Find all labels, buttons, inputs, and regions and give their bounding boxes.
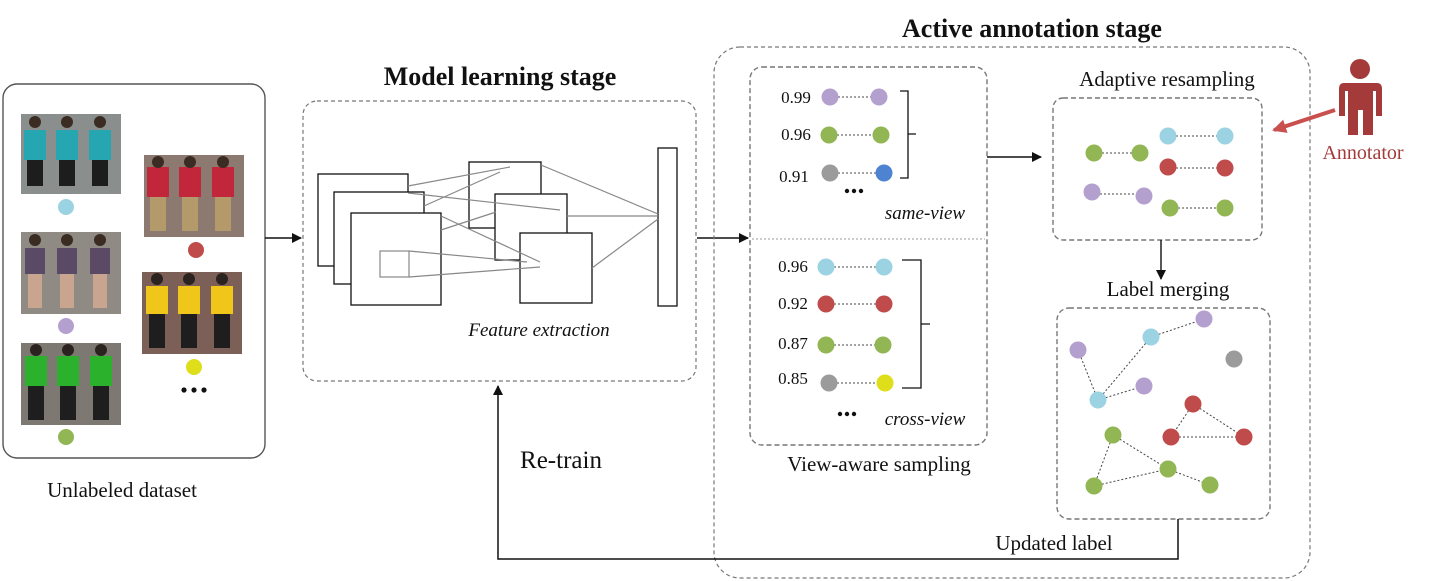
sample-dot [820,374,838,392]
sample-dot [870,88,888,106]
graph-node [1142,328,1160,346]
feedback-loop-arrow [493,385,1179,560]
identity-dot-cyan [58,199,74,215]
person-strip-green [21,343,121,425]
sample-dot [821,164,839,182]
view-aware-sampling-label: View-aware sampling [787,452,971,476]
pair-score: 0.92 [778,294,808,313]
view-aware-sampling-box [749,66,988,446]
graph-node [1104,426,1122,444]
sample-dot [821,88,839,106]
model-learning-stage-title: Model learning stage [384,62,617,91]
sample-dot [817,336,835,354]
cross-view-pair: 0.85 [778,369,894,392]
graph-node [1225,350,1243,368]
label-merging-box [1056,307,1271,520]
same-view-ellipsis [844,188,864,194]
sample-dot [874,336,892,354]
pair-score: 0.96 [778,257,808,276]
cross-view-pair: 0.92 [778,294,893,313]
sample-dot [1135,187,1153,205]
identity-dot-yellow [186,359,202,375]
same-view-bracket [900,90,916,179]
sample-dot [1083,183,1101,201]
cross-view-bracket [902,259,930,389]
graph-node [1195,310,1213,328]
adaptive-resampling-box [1052,97,1263,241]
sample-dot [1131,144,1149,162]
adaptive-resampling-label: Adaptive resampling [1079,67,1255,91]
sample-dot [876,374,894,392]
identity-dot-red [188,242,204,258]
re-train-label: Re-train [520,447,602,474]
sample-dot [1216,159,1234,177]
annotator-label: Annotator [1322,142,1403,164]
feature-extraction-label: Feature extraction [467,320,609,341]
identity-dot-green [58,429,74,445]
sample-dot [817,295,835,313]
graph-node [1235,428,1253,446]
sample-dot [1159,158,1177,176]
sample-dot [1161,199,1179,217]
sample-dot [1216,199,1234,217]
person-strip-yellow [142,272,242,354]
active-annotation-box [713,46,1311,579]
sample-dot [1216,127,1234,145]
merged-graph-nodes [1069,310,1253,495]
pair-score: 0.91 [779,167,809,186]
sample-dot [875,164,893,182]
same-view-label: same-view [885,203,966,224]
cross-view-label: cross-view [885,409,966,430]
person-strip-red [144,155,244,237]
pair-score: 0.96 [781,125,811,144]
active-annotation-stage-title: Active annotation stage [902,14,1162,43]
cross-view-ellipsis [837,411,857,417]
label-merging-label: Label merging [1107,277,1230,301]
graph-node [1162,428,1180,446]
resampled-pairs [1083,127,1234,217]
graph-node [1085,477,1103,495]
graph-node [1184,395,1202,413]
model-learning-box [302,100,697,382]
person-strip-cyan [21,114,121,194]
sample-dot [820,126,838,144]
same-view-pair: 0.99 [781,88,888,107]
graph-node [1069,341,1087,359]
arrow-annotator-to-resampling [1272,108,1336,133]
same-view-pair: 0.91 [779,164,893,186]
unlabeled-dataset-label: Unlabeled dataset [47,478,197,502]
graph-node [1201,476,1219,494]
sample-dot [817,258,835,276]
updated-label-label: Updated label [995,531,1112,555]
more-identities-ellipsis [181,387,207,393]
pair-score: 0.99 [781,88,811,107]
pair-score: 0.87 [778,334,808,353]
pair-score: 0.85 [778,369,808,388]
sample-dot [872,126,890,144]
graph-node [1089,391,1107,409]
person-strip-purple [21,232,121,314]
sample-dot [875,258,893,276]
sample-dot [1085,144,1103,162]
cnn-connection-lines [407,164,659,278]
cnn-illustration [317,147,678,307]
graph-node [1159,460,1177,478]
cross-view-pair: 0.96 [778,257,893,276]
graph-node [1135,377,1153,395]
sample-dot [875,295,893,313]
identity-dot-purple [58,318,74,334]
annotator-icon [1339,59,1382,135]
same-view-pair: 0.96 [781,125,890,144]
cross-view-pair: 0.87 [778,334,892,354]
sample-dot [1159,127,1177,145]
unlabeled-dataset-panel [2,83,266,459]
